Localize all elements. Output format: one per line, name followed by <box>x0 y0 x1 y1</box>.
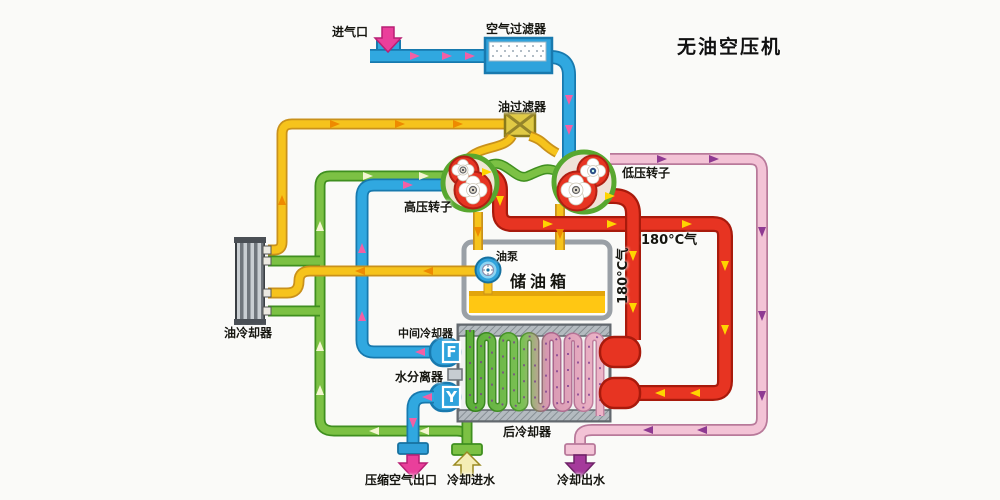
cooling-water-supply-pipe <box>268 170 473 446</box>
label-aftercooler: 后冷却器 <box>503 425 552 439</box>
separator-drain-stub <box>447 368 463 381</box>
label-water-separator: 水分离器 <box>395 370 444 384</box>
oil-tank <box>461 239 613 321</box>
warm-water-return-pipe <box>574 153 768 446</box>
label-intercooler: 中间冷却器 <box>398 327 453 340</box>
hot-air-bulb-bottom <box>598 376 642 410</box>
diagram-title: 无油空压机 <box>677 36 783 58</box>
oil-cooler <box>234 237 272 325</box>
label-air-inlet: 进气口 <box>332 25 369 39</box>
high-pressure-rotor <box>440 153 500 213</box>
air-filter <box>483 36 554 75</box>
separator-letter-y: Y <box>446 388 457 406</box>
label-cooling-water-in: 冷却进水 <box>447 473 496 487</box>
label-oil-tank: 储油箱 <box>510 272 571 291</box>
oil-pipes <box>268 118 507 256</box>
label-air-filter: 空气过滤器 <box>486 22 547 36</box>
label-lp-rotor: 低压转子 <box>622 166 671 180</box>
label-temp-gas-horizontal: 180°C气 <box>641 233 698 248</box>
oil-pump <box>474 256 502 284</box>
label-oil-pump: 油泵 <box>496 250 518 263</box>
label-compressed-air-outlet: 压缩空气出口 <box>365 473 438 487</box>
label-hp-rotor: 高压转子 <box>404 200 453 214</box>
rotor-jacket-link-pipe <box>485 158 561 182</box>
heat-exchanger <box>428 323 642 423</box>
hot-air-bulb-top <box>598 335 642 369</box>
compressed-air-out-arrow <box>397 454 429 480</box>
water-out-arrow <box>564 454 596 480</box>
inlet-flow-arrow <box>373 26 403 54</box>
label-temp-gas-vertical: 180°C气 <box>616 247 631 304</box>
label-oil-cooler: 油冷却器 <box>224 326 273 340</box>
low-pressure-rotor <box>551 149 617 215</box>
water-in-arrow <box>452 450 482 477</box>
separator-letter-f: F <box>446 343 457 361</box>
label-oil-filter: 油过滤器 <box>498 100 547 114</box>
label-cooling-water-out: 冷却出水 <box>557 473 606 487</box>
outlet-flanges <box>373 26 596 480</box>
